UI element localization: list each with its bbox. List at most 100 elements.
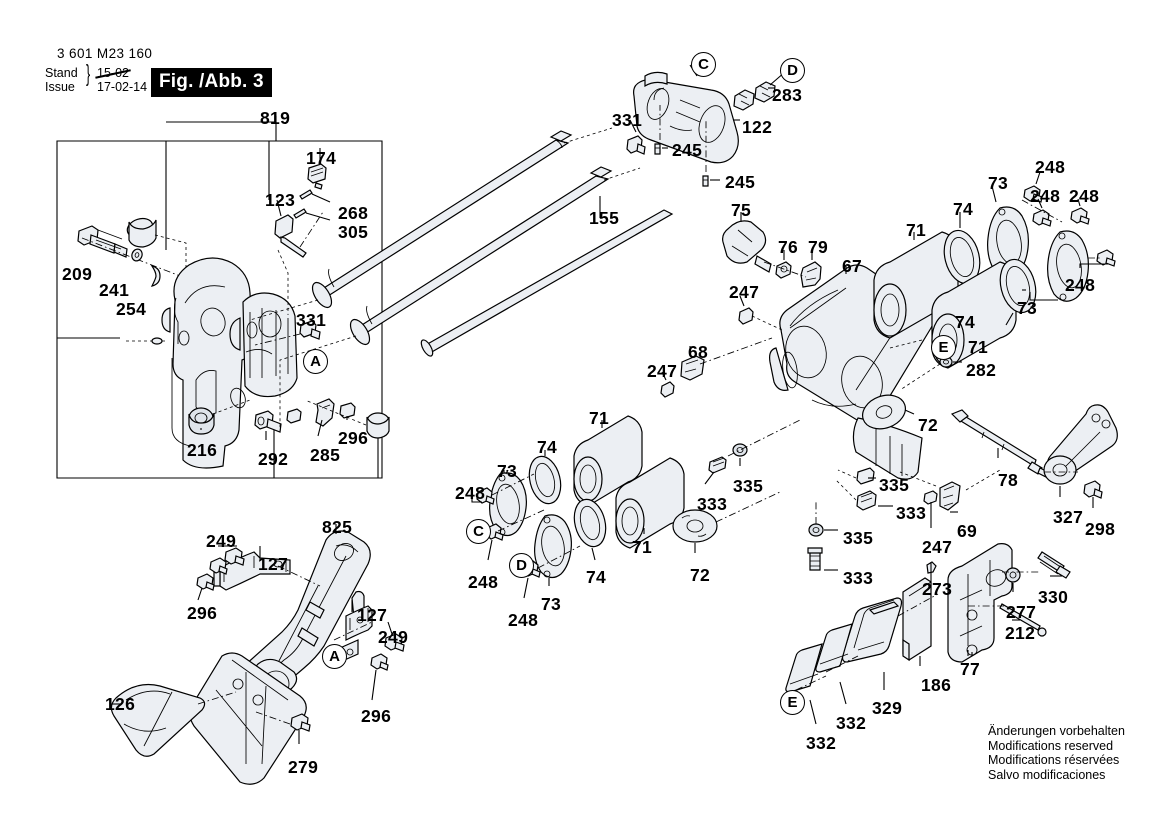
ref-letter-a: A	[303, 349, 328, 374]
callout-212: 212	[1005, 623, 1036, 643]
dot-tube-top-right	[563, 127, 613, 144]
callout-241: 241	[99, 280, 130, 300]
leader-268	[311, 193, 331, 203]
disclaimer-es: Salvo modificaciones	[988, 767, 1106, 782]
callout-249: 249	[206, 531, 237, 551]
part-268-washer	[299, 189, 313, 200]
disclaimer-en: Modifications reserved	[988, 738, 1114, 753]
part-78-rod	[950, 409, 1049, 478]
ref-letter-e: E	[780, 690, 805, 715]
dot-335-r1	[835, 469, 857, 501]
axis-flange-c	[491, 473, 545, 532]
callout-248: 248	[1035, 157, 1066, 177]
callout-78: 78	[998, 470, 1019, 490]
part-279-screw	[290, 713, 311, 732]
callout-248: 248	[1030, 186, 1061, 206]
issue-label: Issue	[45, 80, 75, 94]
callout-298: 298	[1085, 519, 1116, 539]
callout-333: 333	[896, 503, 927, 523]
part-292-bolt	[254, 410, 282, 433]
callout-248: 248	[455, 483, 486, 503]
part-left-housing	[161, 257, 253, 469]
axis-126	[197, 691, 237, 705]
ref-letter-d: D	[780, 58, 805, 83]
dot-tube2	[279, 335, 357, 430]
callout-71: 71	[589, 408, 610, 428]
part-74-ring-c	[528, 455, 562, 505]
part-331-screw-top	[626, 135, 646, 155]
callout-245: 245	[725, 172, 756, 192]
callout-819: 819	[260, 108, 291, 128]
disclaimer-block: Änderungen vorbehalten Modifications res…	[988, 724, 1125, 782]
leader-296a	[197, 587, 203, 601]
part-inner-plate	[229, 292, 298, 398]
callout-283: 283	[772, 85, 803, 105]
part-285-clip	[315, 398, 335, 427]
part-335-nut-mid	[732, 443, 748, 457]
leader-249b	[387, 621, 393, 635]
callout-71: 71	[906, 220, 927, 240]
leader-74d	[591, 547, 596, 561]
part-123-collar	[274, 214, 307, 258]
leader-bush-right	[304, 399, 367, 426]
part-332-blade-a	[815, 623, 853, 673]
callout-69: 69	[957, 521, 978, 541]
part-277-nut	[1005, 567, 1021, 583]
dot-69	[899, 471, 937, 487]
part-296-nut-right	[339, 402, 356, 419]
callout-330: 330	[1038, 587, 1069, 607]
callout-248: 248	[1065, 275, 1096, 295]
part-248-screw-e	[476, 487, 495, 505]
callout-327: 327	[1053, 507, 1084, 527]
part-331-screw-left	[299, 320, 321, 340]
part-126-tip	[110, 683, 206, 757]
leader-248f	[487, 539, 493, 561]
callout-292: 292	[258, 449, 289, 469]
leader-248e	[471, 496, 482, 503]
callout-332: 332	[836, 713, 867, 733]
date-labels: Stand Issue	[45, 66, 85, 94]
leader-73c	[505, 469, 509, 475]
part-155-tube-mid	[349, 166, 613, 346]
callout-74: 74	[955, 312, 976, 332]
part-249-screw-a	[224, 547, 245, 566]
callout-332: 332	[806, 733, 837, 753]
part-283-clips	[733, 81, 776, 111]
callout-285: 285	[310, 445, 341, 465]
leader-332a	[839, 681, 847, 705]
part-73-flange-d	[534, 514, 572, 579]
callout-296: 296	[187, 603, 218, 623]
part-296-screw-a	[209, 557, 228, 575]
part-305-washer	[293, 208, 307, 219]
callout-247: 247	[922, 537, 953, 557]
part-296-screw-c	[370, 653, 389, 671]
callout-71: 71	[632, 537, 653, 557]
callout-71: 71	[968, 337, 989, 357]
callout-335: 335	[879, 475, 910, 495]
callout-296: 296	[361, 706, 392, 726]
callout-268: 268	[338, 203, 369, 223]
part-247-nut-mid	[660, 381, 675, 398]
part-247-nut-left	[738, 307, 754, 325]
stand-label: Stand	[45, 66, 78, 80]
disclaimer-fr: Modifications réservées	[988, 753, 1120, 768]
leader-73a	[991, 185, 997, 203]
callout-74: 74	[953, 199, 974, 219]
part-245-pin-b	[702, 175, 709, 187]
part-72-washer-upper	[862, 394, 906, 430]
callout-79: 79	[808, 237, 829, 257]
callout-123: 123	[265, 190, 296, 210]
part-298-screw	[1083, 480, 1103, 499]
date-new: 17-02-14	[97, 80, 148, 94]
part-122-yoke	[633, 71, 739, 164]
callout-249: 249	[378, 627, 409, 647]
callout-73: 73	[1017, 298, 1038, 318]
callout-247: 247	[729, 282, 760, 302]
leader-248a	[1035, 171, 1041, 185]
part-71-roller-c	[573, 415, 643, 507]
part-155-tube-bottom	[420, 209, 674, 357]
callout-279: 279	[288, 757, 319, 777]
part-329-frame	[841, 597, 903, 663]
part-241-washer	[131, 248, 143, 262]
